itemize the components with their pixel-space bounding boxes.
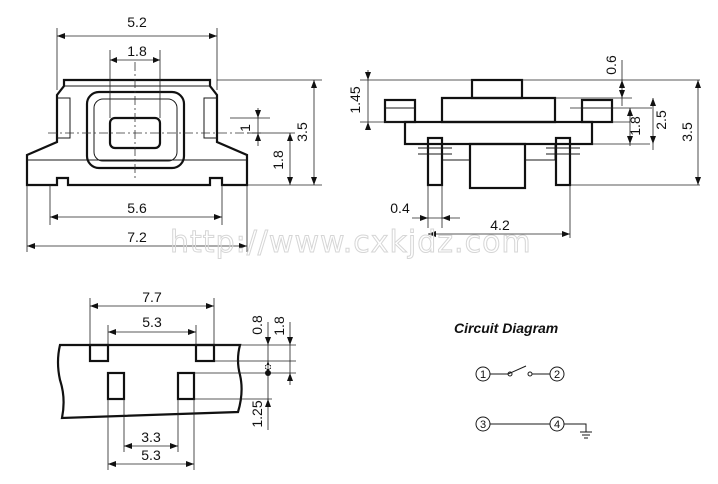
side-dim-pin: 0.4 (390, 200, 410, 216)
circuit-diagram: Circuit Diagram 1 2 3 4 (454, 320, 592, 439)
front-dim-56-lines (49, 185, 223, 225)
front-dim-mid: 5.6 (127, 200, 147, 216)
side-dim-span: 4.2 (490, 217, 510, 233)
side-dim-r1: 1.8 (627, 116, 643, 136)
side-left-wing (383, 98, 417, 124)
fp-right-dim-lines (267, 322, 291, 430)
pin-3-label: 3 (480, 419, 486, 431)
side-dim-r3: 3.5 (679, 122, 695, 142)
side-dim-left: 1.45 (347, 86, 363, 113)
front-dim-right-total: 3.5 (294, 122, 310, 142)
side-dim-top: 0.6 (603, 55, 619, 75)
fp-dim-77-lines (89, 298, 215, 345)
side-plunger (470, 78, 524, 100)
front-right-ext-lines (217, 79, 322, 186)
fp-dim-outer: 7.7 (142, 289, 162, 305)
front-housing-inner (93, 98, 178, 162)
pad-top-right (194, 343, 216, 363)
fp-dim-low1: 3.3 (141, 429, 161, 445)
front-left-step (57, 97, 71, 139)
footprint-board (56, 343, 243, 420)
side-right-ext-lines (522, 79, 700, 186)
switch-node-left (507, 371, 513, 377)
watermark: http://www.cxkjdz.com (170, 225, 532, 260)
fp-center-dot (265, 370, 271, 376)
front-body-outline (25, 78, 249, 187)
side-leg-tabs (418, 147, 580, 155)
fp-dim-v3: 1.25 (249, 400, 265, 427)
fp-dim-low2: 5.3 (141, 447, 161, 463)
front-right-step (203, 97, 217, 139)
side-lower-steps (441, 144, 556, 161)
front-view: 5.2 1.8 5.6 7.2 1 1.8 3.5 (25, 14, 322, 252)
side-right-wing (580, 98, 614, 124)
pin-4-label: 4 (554, 419, 560, 431)
side-bottom-dim-lines (412, 185, 571, 238)
fp-bottom-dim-lines (107, 399, 195, 470)
fp-dim-inner: 5.3 (142, 314, 162, 330)
fp-right-ext-lines (194, 344, 296, 400)
front-housing (85, 90, 186, 170)
fp-dim-v2: 1.8 (271, 316, 287, 336)
side-top-housing (440, 96, 557, 124)
pad-bottom-left (106, 371, 126, 401)
front-dim-right-mid: 1.8 (270, 150, 286, 170)
fp-dim-v1: 0.8 (249, 315, 265, 335)
side-lower-body (468, 142, 527, 190)
front-dim-72-lines (26, 185, 248, 252)
side-view: 1.45 0.6 1.8 2.5 3.5 0.4 4.2 (347, 55, 701, 238)
front-dim-top: 5.2 (127, 14, 147, 30)
fp-right-dim-arrows (265, 337, 293, 407)
side-left-leg (426, 136, 444, 187)
front-dim-right-small: 1 (237, 124, 253, 132)
fp-dim-53-lines (107, 325, 197, 345)
side-main-body (403, 120, 594, 146)
circuit-title: Circuit Diagram (454, 320, 558, 336)
front-dim-18-lines (109, 50, 161, 118)
side-dim-r2: 2.5 (653, 110, 669, 130)
front-dim-bottom: 7.2 (127, 229, 147, 245)
switch-node-right (527, 371, 533, 377)
side-right-leg (554, 136, 572, 187)
pin-2-label: 2 (554, 369, 560, 381)
ground-symbol (564, 423, 592, 439)
footprint-view: 7.7 5.3 0.8 1.8 1.25 3.3 5.3 (56, 289, 296, 470)
pin-2-circle (549, 366, 565, 382)
side-bottom-dim-arrows (420, 215, 570, 237)
pin-1-label: 1 (480, 369, 486, 381)
pad-bottom-right (176, 371, 196, 401)
pad-top-left (88, 343, 110, 363)
front-dim-inner: 1.8 (127, 43, 147, 59)
